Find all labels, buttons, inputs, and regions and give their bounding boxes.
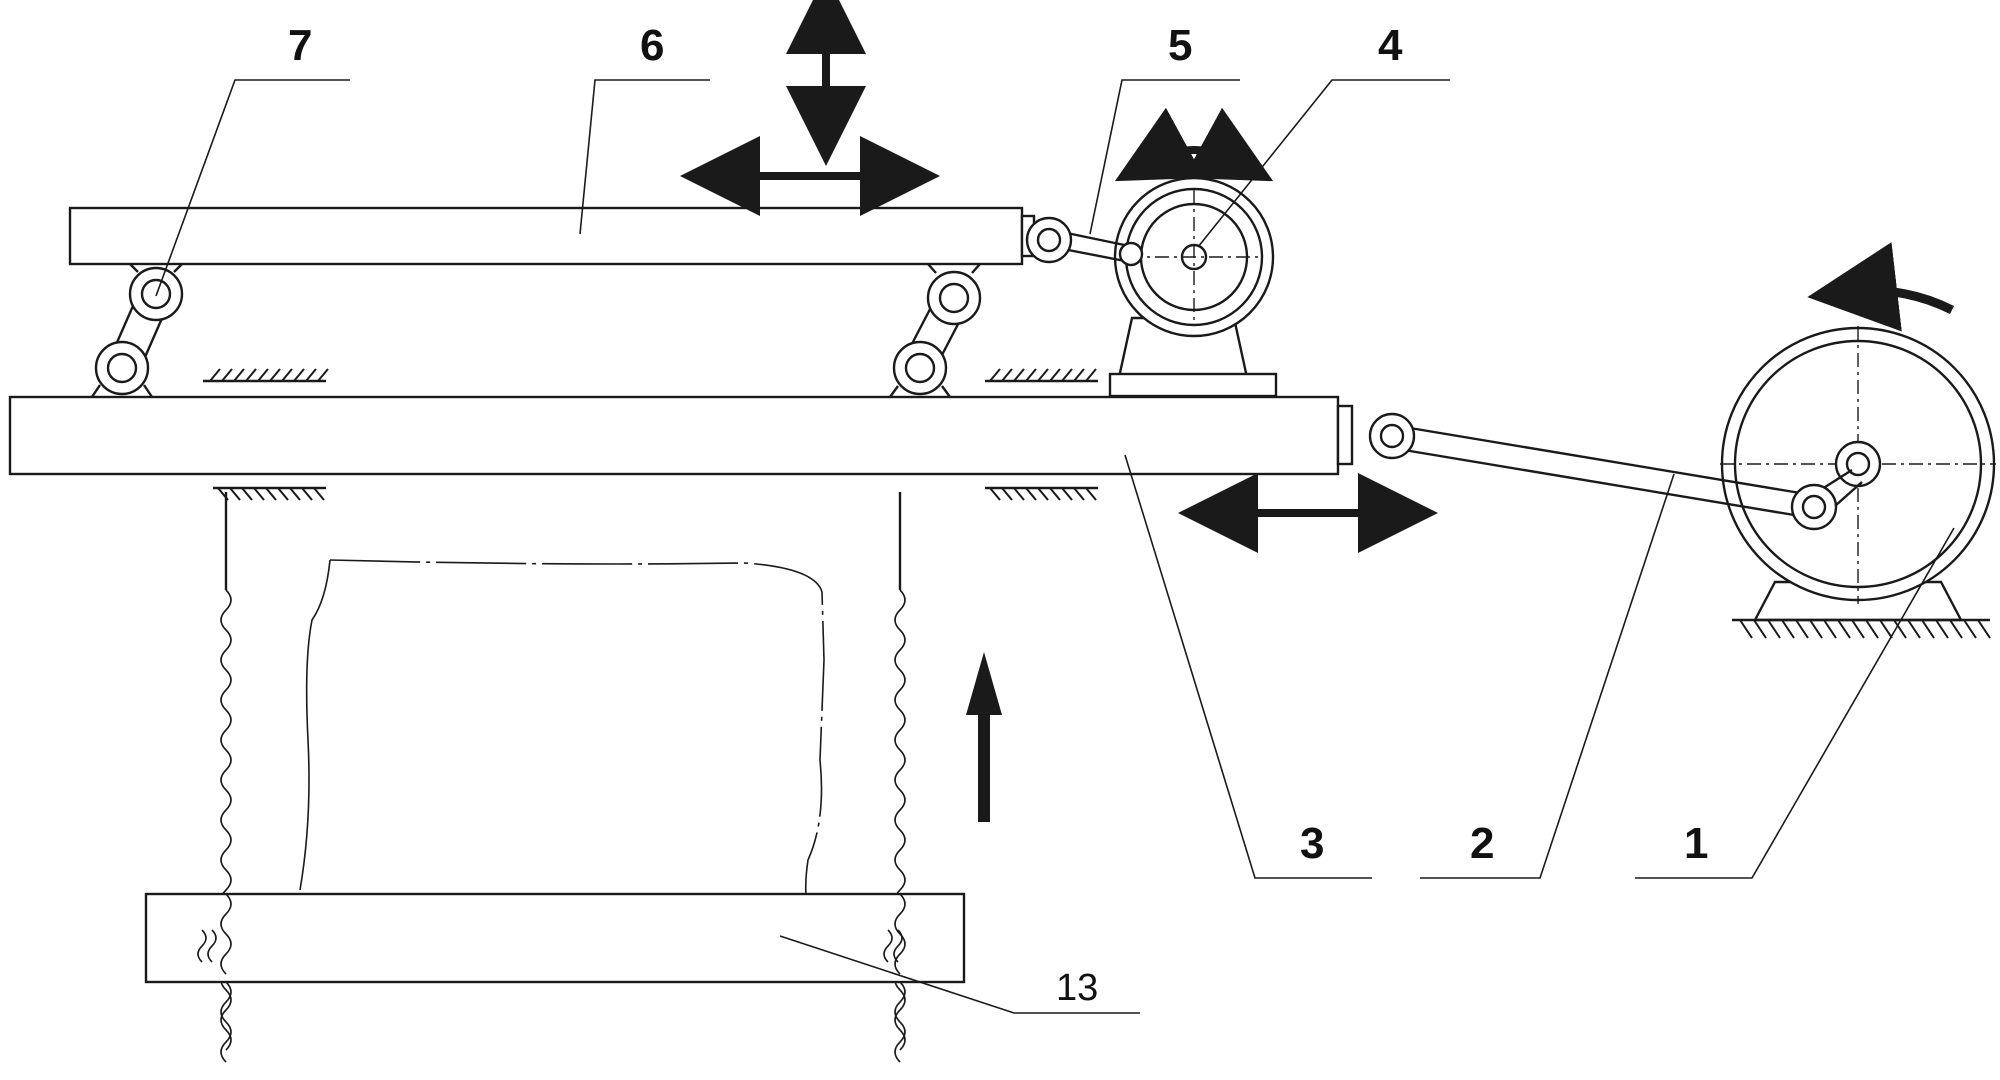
label-part-13: 13 (1056, 967, 1098, 1009)
swing-link-right (889, 263, 982, 398)
guide-rail-top-left (203, 368, 329, 383)
label-part-3: 3 (1300, 819, 1324, 868)
label-part-1: 1 (1684, 819, 1708, 868)
lower-bar-end-block (1336, 404, 1354, 466)
connecting-rod (1025, 216, 1144, 267)
workpiece-outline (299, 559, 825, 896)
guide-rail-bottom-left (213, 486, 326, 501)
arrow-eccentric-rotation (1114, 107, 1274, 182)
guide-rail-bottom-right (985, 486, 1098, 501)
guide-rail-top-right (985, 368, 1098, 383)
arrow-feed-up (966, 652, 1002, 822)
lower-bar (8, 395, 1340, 476)
eccentric-wheel (1108, 176, 1278, 398)
label-part-7: 7 (288, 21, 312, 70)
label-part-6: 6 (640, 21, 664, 70)
leader-lines (155, 79, 1955, 1014)
crank-wheel (1720, 326, 1996, 639)
wavy-guide-right-bottom (894, 981, 906, 1063)
label-part-2: 2 (1470, 819, 1494, 868)
base-plate (144, 892, 966, 984)
swing-link-left (91, 263, 184, 398)
arrow-crank-rotation (1807, 242, 1955, 332)
crank-rod (1368, 412, 1863, 531)
wavy-guide-left-bottom (220, 981, 232, 1063)
label-part-4: 4 (1378, 21, 1403, 70)
upper-bar (68, 206, 1024, 266)
label-part-5: 5 (1168, 21, 1192, 70)
